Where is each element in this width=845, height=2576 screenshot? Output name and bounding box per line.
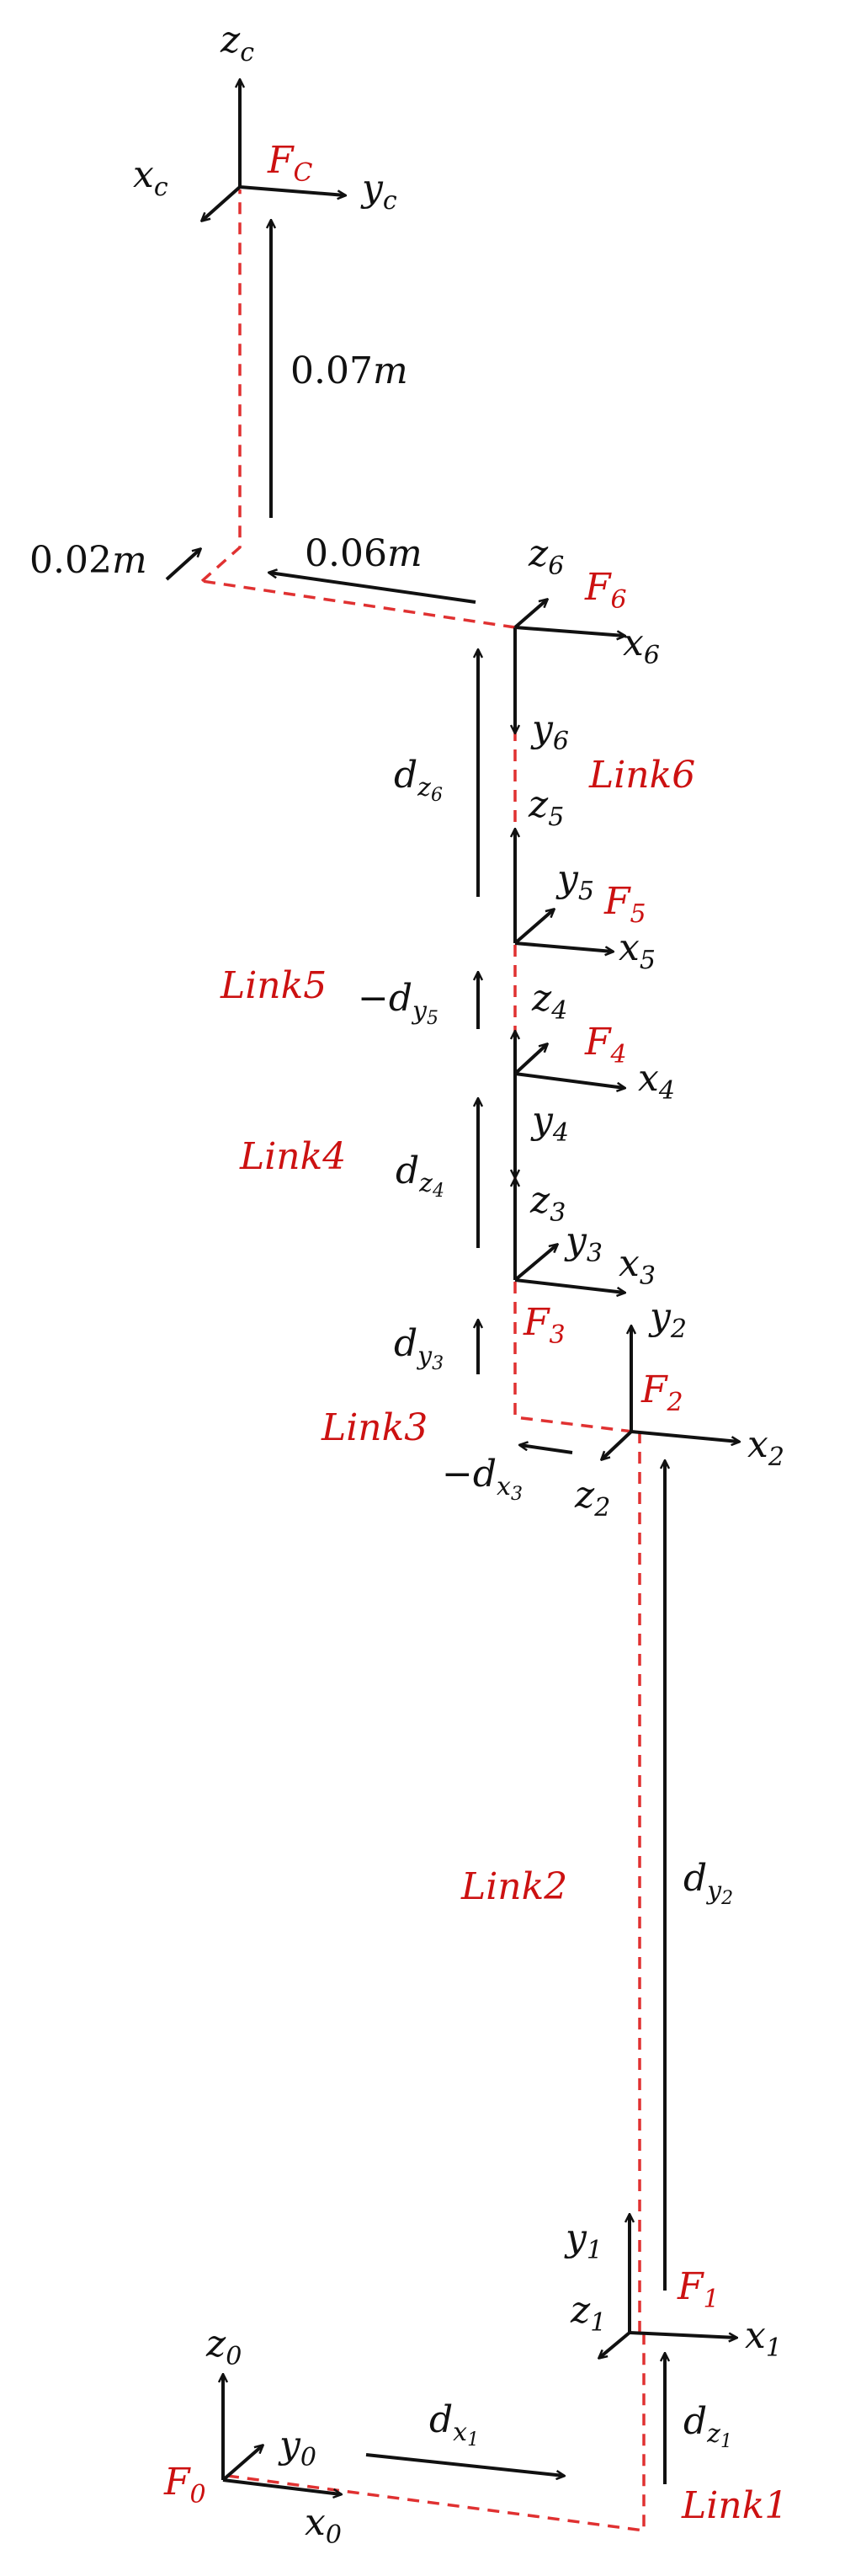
z2-label: z2 [574,1474,610,1523]
dx1-label: dx1 [429,2398,479,2451]
dim-dx1: dx1 [365,2398,564,2476]
link1-line [226,2333,646,2532]
dim-dx3: −dx3 [442,1445,573,1505]
cam-line-horizontal [201,579,516,629]
frame-f0-label: F0 [163,2461,206,2509]
dy2-label: dy2 [683,1857,733,1909]
y6-label: y6 [530,707,569,756]
frame-f0: z0 y0 x0 F0 [163,2323,342,2550]
xc-axis [202,185,242,221]
link5-label: Link5 [220,964,327,1007]
dim-0-02-arrow [165,549,200,581]
frame-f5-label: F5 [603,880,646,929]
cam-line-vertical [200,189,242,583]
dim-0-06-label: 0.06m [305,532,422,575]
x6-axis [514,626,624,636]
dz1-label: dz1 [683,2400,732,2452]
x5-axis [514,941,613,952]
z2-axis [602,1430,633,1459]
frame-f2-label: F2 [640,1368,683,1417]
frame-f2: y2 x2 z2 F2 [574,1295,784,1523]
dz6-label: dz6 [394,754,443,806]
dim-0-02-label: 0.02m [29,539,147,582]
x2-label: x2 [747,1423,784,1472]
z0-label: z0 [205,2323,242,2371]
y0-axis [221,2445,263,2482]
y5-axis [513,909,554,945]
dim-0-07: 0.07m [271,221,408,518]
frame-fc: zc yc xc FC [133,19,397,221]
yc-label: yc [360,167,397,216]
xc-label: xc [133,153,168,202]
x5-label: x5 [619,926,656,975]
dim-dz1: dz1 [665,2354,732,2484]
dim-0-06: 0.06m [269,532,476,604]
dim-0-06-arrow [269,573,476,604]
y3-axis [513,1245,557,1282]
dy5-label: −dy5 [358,977,438,1029]
frame-f3-label: F3 [523,1301,566,1350]
z1-axis [599,2331,631,2358]
frame-f1-label: F1 [677,2265,720,2314]
frame-f6-label: F6 [584,566,627,615]
yc-axis [239,185,345,195]
x2-axis [630,1430,739,1442]
dim-dz6: dz6 [394,650,478,897]
frame-f5: z5 y5 x5 F5 [515,783,656,975]
y0-label: y0 [278,2424,316,2472]
x4-label: x4 [638,1057,675,1106]
dz4-label: dz4 [396,1149,444,1202]
dx3-label: −dx3 [442,1453,523,1505]
frame-f1: y1 x1 z1 F1 [564,2215,782,2363]
x0-axis [222,2478,341,2494]
y2-label: y2 [648,1295,687,1344]
link4-label: Link4 [239,1135,346,1178]
x3-label: x3 [619,1242,656,1291]
frame-f3: z3 y3 x3 F3 [515,1179,656,1350]
link3-line [513,1280,634,1433]
dim-dy3: dy3 [394,1320,478,1374]
dy3-label: dy3 [394,1322,444,1374]
z5-label: z5 [528,783,564,832]
link3-label: Link3 [321,1406,428,1449]
dx1-arrow [365,2453,564,2476]
dx3-arrow [520,1445,573,1454]
y5-label: y5 [555,857,594,906]
link1-label: Link1 [681,2484,788,2527]
y4-label: y4 [530,1099,569,1148]
link2-label: Link2 [460,1865,567,1908]
z6-label: z6 [528,532,564,581]
zc-label: zc [220,19,254,67]
dim-0-02: 0.02m [29,539,200,582]
y1-label: y1 [564,2216,603,2265]
x0-label: x0 [305,2501,342,2550]
dim-dy5: −dy5 [358,973,478,1029]
dim-dz4: dz4 [396,1099,478,1248]
frame-fc-label: FC [267,139,313,188]
frame-f6: z6 x6 y6 F6 [515,532,660,756]
frame-f4-label: F4 [584,1021,627,1069]
dim-0-07-label: 0.07m [290,349,408,392]
x4-axis [514,1072,624,1088]
frame-f4: z4 y4 x4 F4 [515,977,675,1177]
x1-label: x1 [745,2314,782,2363]
z4-label: z4 [531,977,567,1026]
x1-axis [629,2331,736,2338]
z6-axis [513,600,547,629]
x3-axis [514,1278,624,1293]
z1-label: z1 [570,2289,606,2338]
link6-label: Link6 [588,754,695,797]
y3-label: y3 [564,1219,603,1268]
z3-label: z3 [529,1179,566,1228]
x6-label: x6 [623,621,660,670]
f4-diag-axis [513,1044,547,1075]
dim-dy2: dy2 [665,1461,733,2291]
